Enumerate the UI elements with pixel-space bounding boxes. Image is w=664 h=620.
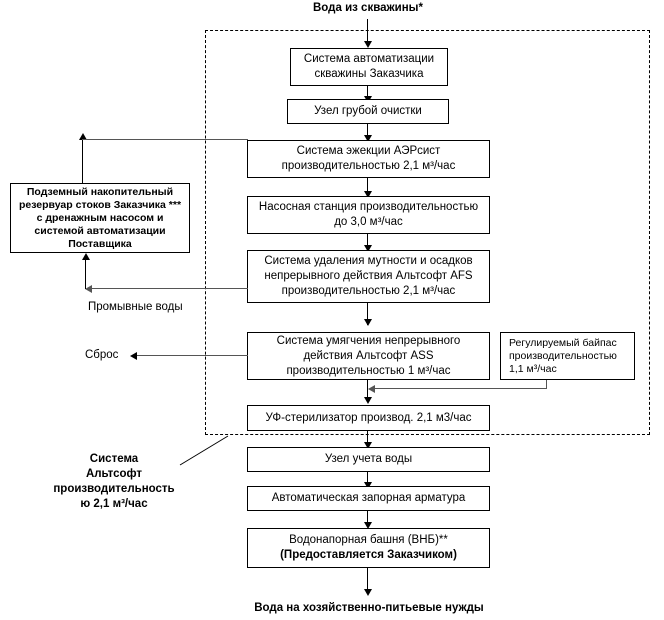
arrowhead-backwash — [85, 285, 92, 293]
node-ass[interactable]: Система умягчения непрерывного действия … — [247, 332, 490, 380]
connector-backwash-up — [85, 259, 86, 289]
connector-bypass-down — [546, 380, 547, 389]
connector-3-4 — [367, 178, 368, 196]
node-uv-sterilizer[interactable]: УФ-стерилизатор производ. 2,1 м3/час — [247, 405, 490, 431]
connector-9-10 — [367, 511, 368, 527]
arrowhead-4-5 — [364, 245, 372, 252]
arrowhead-outlet — [364, 589, 372, 596]
connector-bypass-left — [375, 388, 547, 389]
node-water-tower-line2: (Предоставляется Заказчиком) — [280, 549, 457, 561]
connector-8-9 — [367, 472, 368, 486]
arrowhead-5-6 — [364, 319, 372, 326]
label-backwash-water: Промывные воды — [88, 301, 183, 313]
connector-7-8 — [367, 431, 368, 447]
arrowhead-6-7 — [364, 397, 372, 404]
label-system-caption: Система Альтсофт производительность ю 2,… — [53, 453, 175, 510]
node-well-automation[interactable]: Система автоматизации скважины Заказчика — [290, 48, 448, 86]
connector-reservoir-to-ejection — [82, 139, 248, 140]
node-afs[interactable]: Система удаления мутности и осадков непр… — [247, 250, 490, 303]
node-automatic-valves[interactable]: Автоматическая запорная арматура — [247, 486, 490, 511]
arrowhead-3-4 — [364, 191, 372, 198]
connector-reservoir-up — [82, 139, 83, 184]
connector-5-6 — [367, 303, 368, 325]
node-water-tower-line1: Водонапорная башня (ВНБ)** — [289, 534, 448, 546]
label-discharge: Сброс — [85, 349, 119, 361]
system-boundary-dashed — [205, 30, 650, 435]
node-underground-reservoir[interactable]: Подземный накопительный резервуар стоков… — [10, 183, 190, 253]
connector-1-2 — [367, 86, 368, 100]
arrowhead-backwash-into-reservoir — [82, 253, 90, 260]
connector-2-3 — [367, 124, 368, 141]
arrowhead-8-9 — [364, 482, 372, 489]
node-pump-station[interactable]: Насосная станция производительностью до … — [247, 196, 490, 234]
connector-inlet — [367, 19, 368, 44]
node-bypass[interactable]: Регулируемый байпас производительностью … — [500, 332, 635, 380]
connector-outlet — [367, 568, 368, 594]
node-water-meter[interactable]: Узел учета воды — [247, 447, 490, 472]
arrowhead-7-8 — [364, 442, 372, 449]
connector-4-5 — [367, 234, 368, 251]
arrowhead-discharge — [130, 352, 137, 360]
connector-afs-backwash — [92, 288, 248, 289]
connector-ass-discharge — [137, 355, 248, 356]
node-ejection[interactable]: Система эжекции АЭРсист производительнос… — [247, 140, 490, 178]
node-coarse-filter[interactable]: Узел грубой очистки — [287, 99, 449, 124]
arrowhead-inlet — [364, 41, 372, 48]
arrowhead-reservoir-up — [79, 133, 87, 140]
outlet-title: Вода на хозяйственно-питьевые нужды — [254, 602, 484, 614]
inlet-title: Вода из скважины* — [313, 2, 423, 14]
connector-6-7 — [367, 380, 368, 402]
arrowhead-2-3 — [364, 135, 372, 142]
arrowhead-bypass-join — [368, 385, 375, 393]
arrowhead-9-10 — [364, 522, 372, 529]
node-water-tower[interactable]: Водонапорная башня (ВНБ)** (Предоставляе… — [247, 528, 490, 568]
